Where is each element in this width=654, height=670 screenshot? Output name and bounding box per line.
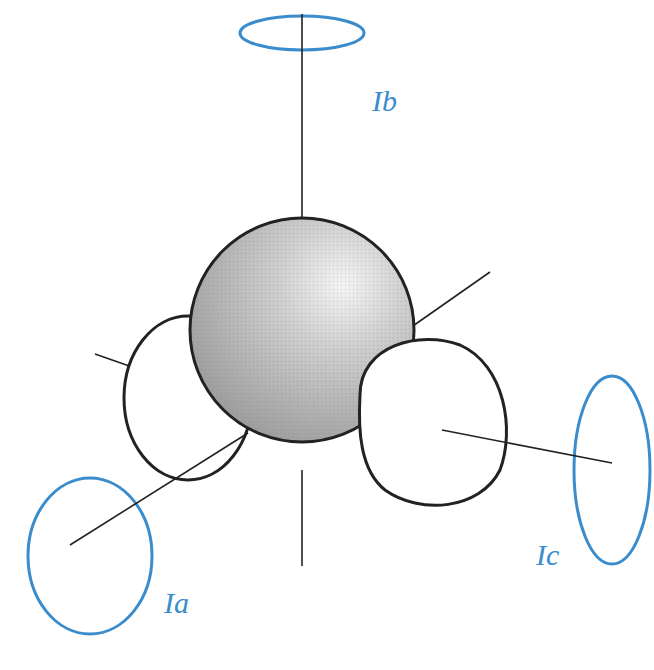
- axis-line: [410, 272, 490, 328]
- axis-line: [442, 430, 612, 463]
- axis-line: [70, 433, 248, 545]
- axis-line: [301, 470, 303, 566]
- rotation-ring: [28, 478, 152, 634]
- axis-line: [301, 14, 303, 220]
- hydrogen-atom: [359, 339, 506, 505]
- axis-label: Ib: [372, 86, 397, 116]
- axis-label: Ic: [536, 540, 559, 570]
- axis-label: Ia: [164, 588, 189, 618]
- rotation-ring: [574, 376, 650, 564]
